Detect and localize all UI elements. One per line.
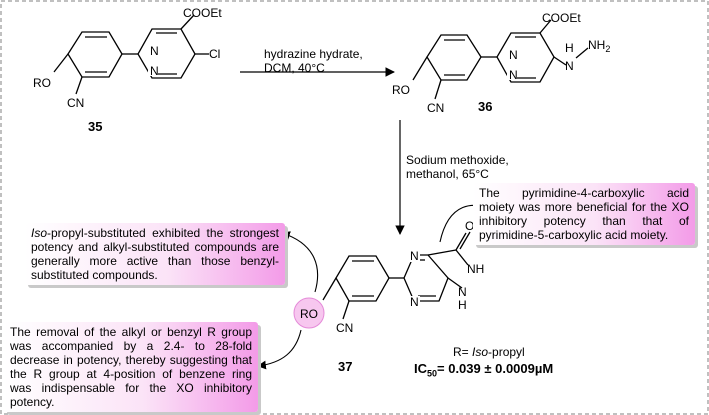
ring-n-label: N — [509, 48, 518, 62]
pyrazole-h-label: H — [458, 298, 467, 312]
ring-n-label: N — [410, 295, 419, 309]
note-isopropyl: Iso-propyl-substituted exhibited the str… — [25, 223, 285, 285]
hydrazine-n-label: N — [565, 59, 574, 73]
pyrazole-n-label: N — [458, 285, 467, 299]
nitrile-label: CN — [67, 96, 84, 110]
compound-number-36: 36 — [478, 99, 492, 114]
note-removal-text: The removal of the alkyl or benzyl R gro… — [10, 325, 252, 409]
ring-n-label: N — [509, 68, 518, 82]
ring-n-label: N — [150, 64, 159, 78]
alkoxy-label: RO — [33, 76, 51, 90]
pointer-arrow-removal-note — [257, 329, 302, 370]
ring-n-label: N — [150, 44, 159, 58]
pyrazole-nh-label: NH — [467, 262, 484, 276]
step-2-reagent: Sodium methoxide, — [406, 153, 509, 167]
note-acid-moiety: The pyrimidine-4-carboxylic acid moiety … — [473, 183, 695, 245]
compound-37-structure — [322, 231, 471, 320]
carbonyl-o-label: O — [465, 219, 474, 233]
note-isopropyl-text: -propyl-substituted exhibited the strong… — [31, 226, 279, 282]
compound-36-structure — [412, 19, 589, 100]
note-isopropyl-italic: Iso — [31, 226, 48, 240]
r-group-definition: R= Iso-propyl — [453, 345, 525, 359]
ring-n-label: N — [410, 249, 419, 263]
pointer-arrow-isopropyl-note — [281, 231, 319, 293]
hydrazine-h-label: H — [565, 41, 574, 55]
alkoxy-label: RO — [392, 83, 410, 97]
compound-number-35: 35 — [88, 119, 102, 134]
step-2-solvent: methanol, 65°C — [406, 167, 489, 181]
note-acid-text: The pyrimidine-4-carboxylic acid moiety … — [479, 186, 689, 242]
alkoxy-label: RO — [300, 307, 318, 321]
step-1-conditions: hydrazine hydrate, DCM, 40°C — [264, 47, 363, 75]
hydrazine-nh2-label: NH2 — [588, 38, 610, 54]
ic50-value: IC50= 0.039 ± 0.0009µM — [414, 361, 554, 379]
nitrile-label: CN — [427, 101, 444, 115]
ester-label: COOEt — [183, 6, 222, 20]
step-1-solvent: DCM, 40°C — [264, 61, 325, 75]
nitrile-label: CN — [336, 321, 353, 335]
chloro-label: Cl — [209, 47, 220, 61]
ester-label: COOEt — [542, 11, 581, 25]
compound-number-37: 37 — [338, 359, 352, 374]
note-r-group-removal: The removal of the alkyl or benzyl R gro… — [4, 322, 258, 412]
ro-highlight-circle — [293, 297, 325, 329]
step-2-conditions: Sodium methoxide, methanol, 65°C — [406, 153, 509, 181]
step-1-reagent: hydrazine hydrate, — [264, 47, 363, 61]
compound-35-structure — [53, 14, 209, 95]
